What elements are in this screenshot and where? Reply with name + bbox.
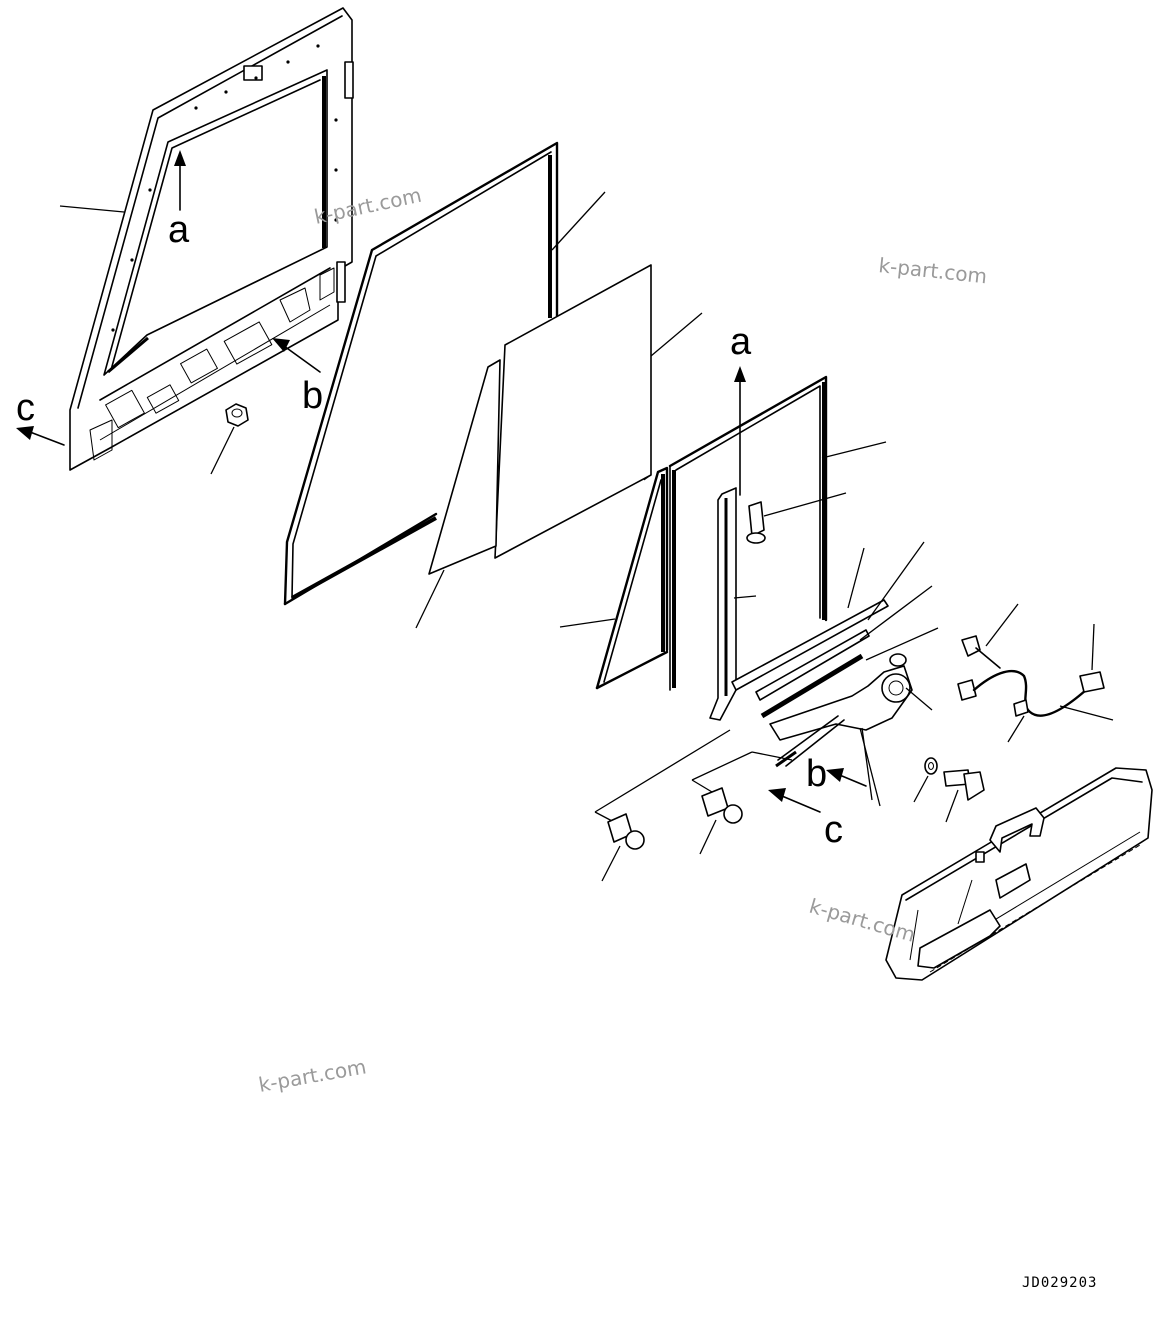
callout-c-frame: c: [16, 387, 65, 446]
washer: [913, 757, 938, 803]
callout-a-frame-label: a: [168, 209, 190, 251]
leader-frame: [59, 205, 125, 213]
wire-harness: [957, 603, 1114, 743]
door-trim-panel: [885, 767, 1153, 981]
callout-a-frame: a: [168, 150, 190, 251]
watermark: k-part.com: [877, 253, 988, 288]
guide-rail: [709, 487, 757, 721]
horizontal-rails: [731, 541, 939, 719]
rivet-dots: [111, 44, 338, 332]
callout-a-rail: a: [730, 321, 752, 496]
callout-c-regulator: c: [768, 788, 843, 851]
pin-bolt-right: [699, 787, 743, 855]
callout-b-frame-label: b: [302, 375, 323, 417]
callout-c-regulator-label: c: [824, 809, 843, 851]
watermark: k-part.com: [257, 1054, 368, 1097]
front-sash: [559, 466, 669, 690]
door-frame: [69, 7, 354, 471]
glass-pane: [494, 264, 703, 559]
glass-pane-small: [415, 359, 501, 629]
pin-bolt-left: [601, 813, 645, 882]
nut: [210, 403, 249, 475]
hex-bolt: [943, 769, 985, 823]
callout-b-regulator-label: b: [806, 753, 827, 795]
screw: [746, 492, 847, 544]
sash-frame: [668, 375, 887, 691]
drawing-code: JD029203: [1022, 1275, 1097, 1291]
callout-c-frame-label: c: [16, 387, 35, 429]
window-regulator: [769, 653, 933, 768]
window-seal: [283, 141, 606, 606]
bolt-grouping-leader: [594, 729, 793, 823]
callout-b-regulator: b: [806, 727, 881, 807]
callout-b-frame: b: [272, 338, 323, 417]
callout-a-rail-label: a: [730, 321, 752, 363]
